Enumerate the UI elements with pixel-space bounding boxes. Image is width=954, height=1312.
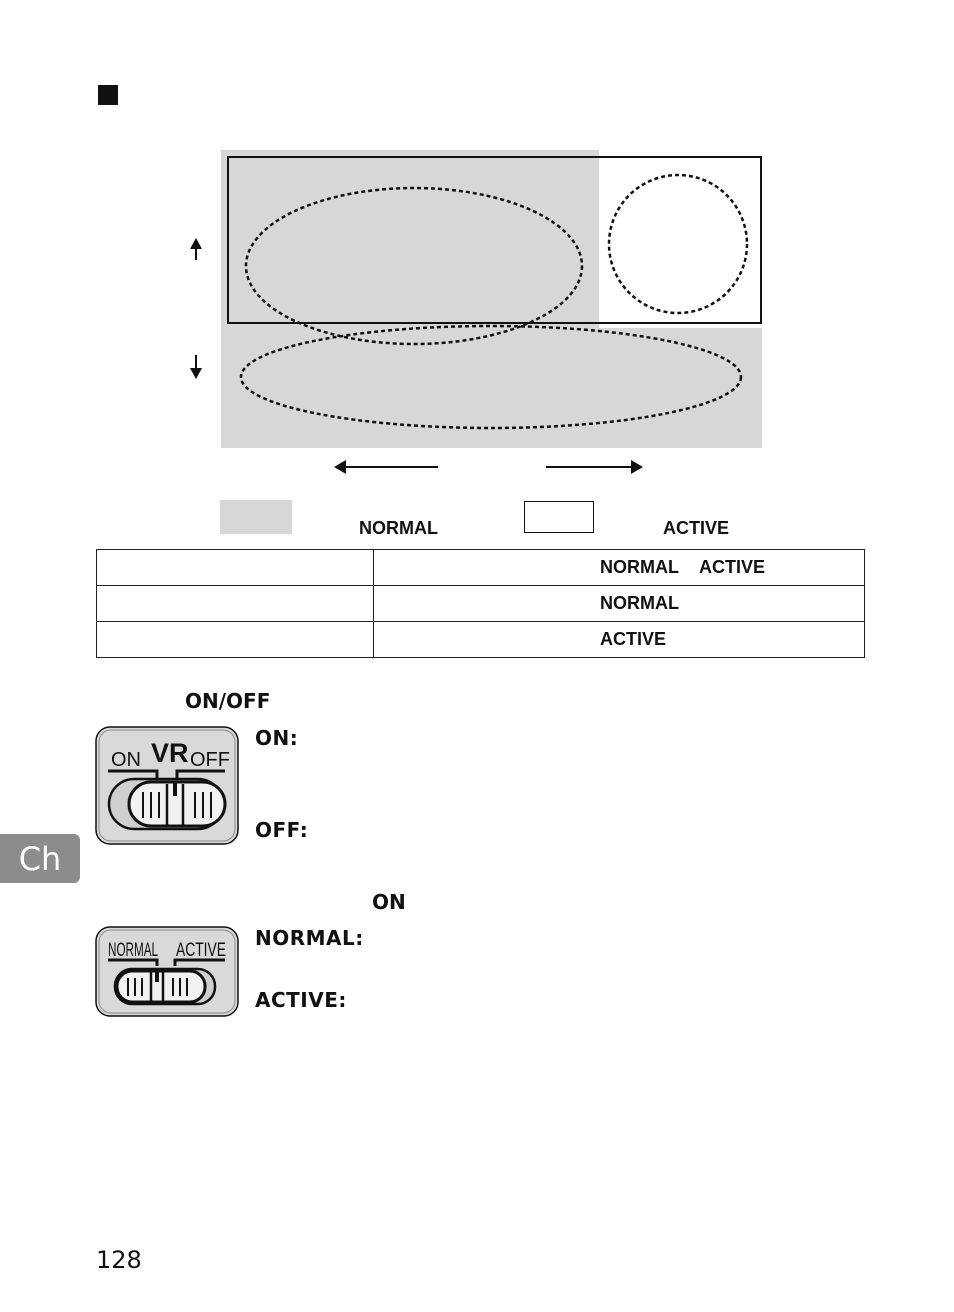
right-arrow-icon [546, 460, 643, 474]
table-cell: NORMAL ACTIVE [373, 549, 865, 586]
vr-active-label: ACTIVE: [255, 988, 347, 1012]
table-cell: NORMAL [373, 585, 865, 622]
legend-normal-swatch [220, 500, 292, 534]
table-cell [96, 621, 374, 658]
active-zone-frame [227, 156, 762, 324]
vr-logo-text: VR [151, 738, 189, 768]
page-number: 128 [96, 1246, 142, 1274]
chapter-tab: Ch [0, 834, 80, 883]
vr-off-text: OFF [190, 749, 230, 771]
table-cell-value: ACTIVE [600, 629, 667, 649]
legend-active-label: ACTIVE [663, 518, 730, 538]
vr-normal-label: NORMAL: [255, 926, 364, 950]
vr-on-label: ON: [255, 726, 299, 750]
vr-shooting-diagram [190, 150, 762, 474]
table-cell-value: NORMAL [600, 593, 679, 613]
legend-normal-label: NORMAL [359, 518, 438, 538]
up-arrow-icon [190, 238, 202, 260]
table-cell: ACTIVE [373, 621, 865, 658]
table-cell-value: ACTIVE [699, 557, 766, 577]
mode-normal-text: NORMAL [108, 940, 158, 961]
table-row: NORMAL [96, 585, 865, 622]
vr-mode-heading: ON [372, 890, 406, 914]
motion-circle [607, 173, 749, 315]
mode-active-text: ACTIVE [176, 940, 226, 961]
lower-motion-ellipse [239, 324, 743, 430]
table-cell [96, 585, 374, 622]
table-cell [96, 549, 374, 586]
vr-switch-heading: ON/OFF [185, 689, 271, 713]
vr-switch-illustration: ON VR OFF [95, 726, 239, 845]
table-row: NORMAL ACTIVE [96, 549, 865, 586]
table-cell-value: NORMAL [600, 557, 679, 577]
legend-active-swatch [524, 501, 594, 533]
vr-mode-switch-illustration: NORMAL ACTIVE [95, 926, 239, 1017]
mode-table: NORMAL ACTIVE NORMAL ACTIVE [96, 549, 865, 658]
table-row: ACTIVE [96, 621, 865, 658]
normal-zone-bottom [221, 328, 762, 448]
upper-motion-ellipse [244, 186, 584, 346]
section-marker [98, 85, 118, 105]
vr-off-label: OFF: [255, 818, 309, 842]
down-arrow-icon [190, 355, 202, 379]
vr-on-text: ON [111, 749, 141, 771]
left-arrow-icon [334, 460, 438, 474]
normal-zone-top [221, 150, 599, 328]
